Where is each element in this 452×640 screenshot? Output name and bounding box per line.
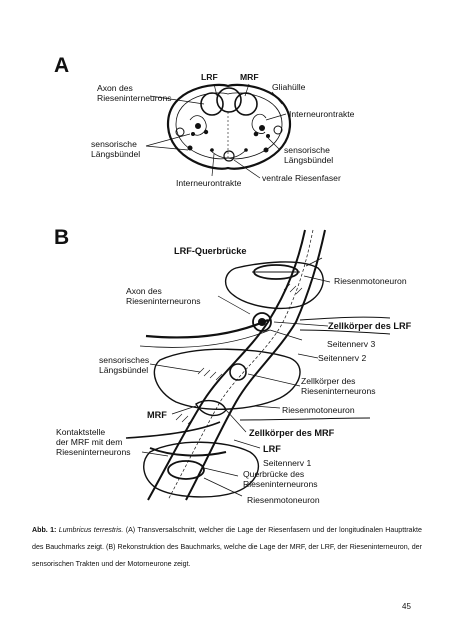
label-lrf-a: LRF <box>201 72 218 82</box>
lrf-cell-body <box>252 312 272 332</box>
label-axon-giant-b: Axon des Rieseninterneurons <box>126 286 201 306</box>
label-cell-body-lrf: Zellkörper des LRF <box>328 321 412 331</box>
label-contact-point: Kontaktstelle der MRF mit dem Rieseninte… <box>56 427 131 457</box>
page-number: 45 <box>402 602 411 611</box>
cord-reconstruction <box>125 229 391 501</box>
label-lateral-nerve-3: Seitennerv 3 <box>327 339 376 349</box>
label-mrf-b: MRF <box>147 410 167 420</box>
label-lrf-bridge: LRF-Querbrücke <box>174 246 247 256</box>
label-lateral-nerve-1: Seitennerv 1 <box>263 458 312 468</box>
label-cell-body-mrf: Zellkörper des MRF <box>249 428 335 438</box>
label-mrf-a: MRF <box>240 72 259 82</box>
panel-b-letter: B <box>54 226 70 249</box>
ventral-giant-fiber <box>223 150 235 162</box>
giant-bridge-cell <box>167 460 205 480</box>
label-interneuron-tracts-bottom: Interneurontrakte <box>176 178 242 188</box>
caption-species: Lumbricus terrestris. <box>58 526 124 534</box>
label-glia: Gliahülle <box>272 82 306 92</box>
label-axon-giant-a: Axon des Rieseninterneurons <box>97 83 172 103</box>
label-giant-motoneuron-mid: Riesenmotoneuron <box>282 405 355 415</box>
label-giant-motoneuron-top: Riesenmotoneuron <box>334 276 407 286</box>
label-sensory-bundle: sensorisches Längsbündel <box>99 355 150 375</box>
label-bridge-giant: Querbrücke des Rieseninterneurons <box>243 469 318 489</box>
giant-axon-left <box>200 92 224 116</box>
giant-axon-median <box>216 87 242 113</box>
label-cell-body-giant: Zellkörper des Rieseninterneurons <box>301 376 376 396</box>
caption-label: Abb. 1: <box>32 526 57 534</box>
label-lrf-b: LRF <box>263 444 281 454</box>
label-ventral-giant-fiber: ventrale Riesenfaser <box>262 173 341 183</box>
giant-interneuron-cell-body <box>229 363 247 381</box>
label-sensory-left: sensorische Längsbündel <box>91 139 141 159</box>
figure-caption: Abb. 1: Lumbricus terrestris. (A) Transv… <box>32 522 422 573</box>
panel-a-letter: A <box>54 54 70 77</box>
label-interneuron-tracts-right: Interneurontrakte <box>289 109 355 119</box>
label-lateral-nerve-2: Seitennerv 2 <box>318 353 367 363</box>
caption-text: (A) Transversalschnitt, welcher die Lage… <box>32 526 422 568</box>
giant-axon-right <box>234 92 258 116</box>
label-giant-motoneuron-bottom: Riesenmotoneuron <box>247 495 320 505</box>
label-sensory-right: sensorische Längsbündel <box>284 145 334 165</box>
cross-section <box>145 83 292 179</box>
